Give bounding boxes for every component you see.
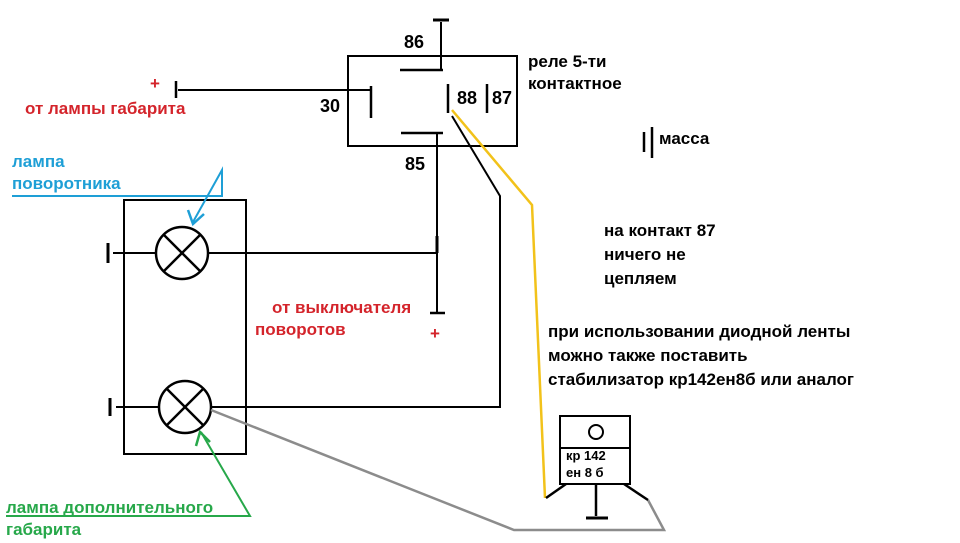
relay-title-1: реле 5-ти bbox=[528, 52, 607, 71]
diode-note-line1: при использовании диодной ленты bbox=[548, 322, 851, 341]
note87-line2: ничего не bbox=[604, 245, 686, 264]
stabilizer-label-2: ен 8 б bbox=[566, 465, 604, 480]
turn-lamp-label-1: лампа bbox=[12, 152, 65, 171]
lamp-housing bbox=[123, 199, 247, 455]
pin-86-label: 86 bbox=[404, 32, 425, 52]
pin-85-label: 85 bbox=[405, 154, 426, 174]
plus-switch-label: + bbox=[430, 324, 440, 343]
stabilizer-tab bbox=[559, 415, 631, 449]
stabilizer-body bbox=[559, 447, 631, 485]
yellow-wire bbox=[451, 109, 547, 499]
stabilizer-hole bbox=[588, 424, 604, 440]
aux-lamp-arrow bbox=[6, 431, 252, 517]
plus-marker-label: + bbox=[150, 74, 160, 93]
from-switch-label-2: поворотов bbox=[255, 320, 346, 339]
gray-wire bbox=[210, 408, 667, 532]
note87-line3: цепляем bbox=[604, 269, 677, 288]
from-switch-label-1: от выключателя bbox=[272, 298, 412, 317]
diode-note-line2: можно также поставить bbox=[548, 346, 748, 365]
from-marker-lamp-label: от лампы габарита bbox=[25, 99, 186, 118]
stabilizer-pin-in bbox=[545, 482, 567, 500]
diode-note-line3: стабилизатор кр142ен8б или аналог bbox=[548, 370, 855, 389]
turn-lamp-arrow bbox=[12, 166, 223, 223]
aux-lamp-label-1: лампа дополнительного bbox=[6, 498, 214, 517]
wire-aux-lamp-relay bbox=[211, 115, 501, 408]
stabilizer-pin-out bbox=[623, 482, 649, 502]
pin-87-label: 87 bbox=[492, 88, 513, 108]
note87-line1: на контакт 87 bbox=[604, 221, 716, 240]
relay-box bbox=[347, 55, 518, 147]
pin-88-label: 88 bbox=[457, 88, 478, 108]
turn-lamp-label-2: поворотника bbox=[12, 174, 121, 193]
pin-30-label: 30 bbox=[320, 96, 341, 116]
stabilizer-label-1: кр 142 bbox=[566, 448, 606, 463]
ground-label: масса bbox=[659, 129, 710, 148]
aux-lamp-label-2: габарита bbox=[6, 520, 82, 539]
relay-title-2: контактное bbox=[528, 74, 622, 93]
